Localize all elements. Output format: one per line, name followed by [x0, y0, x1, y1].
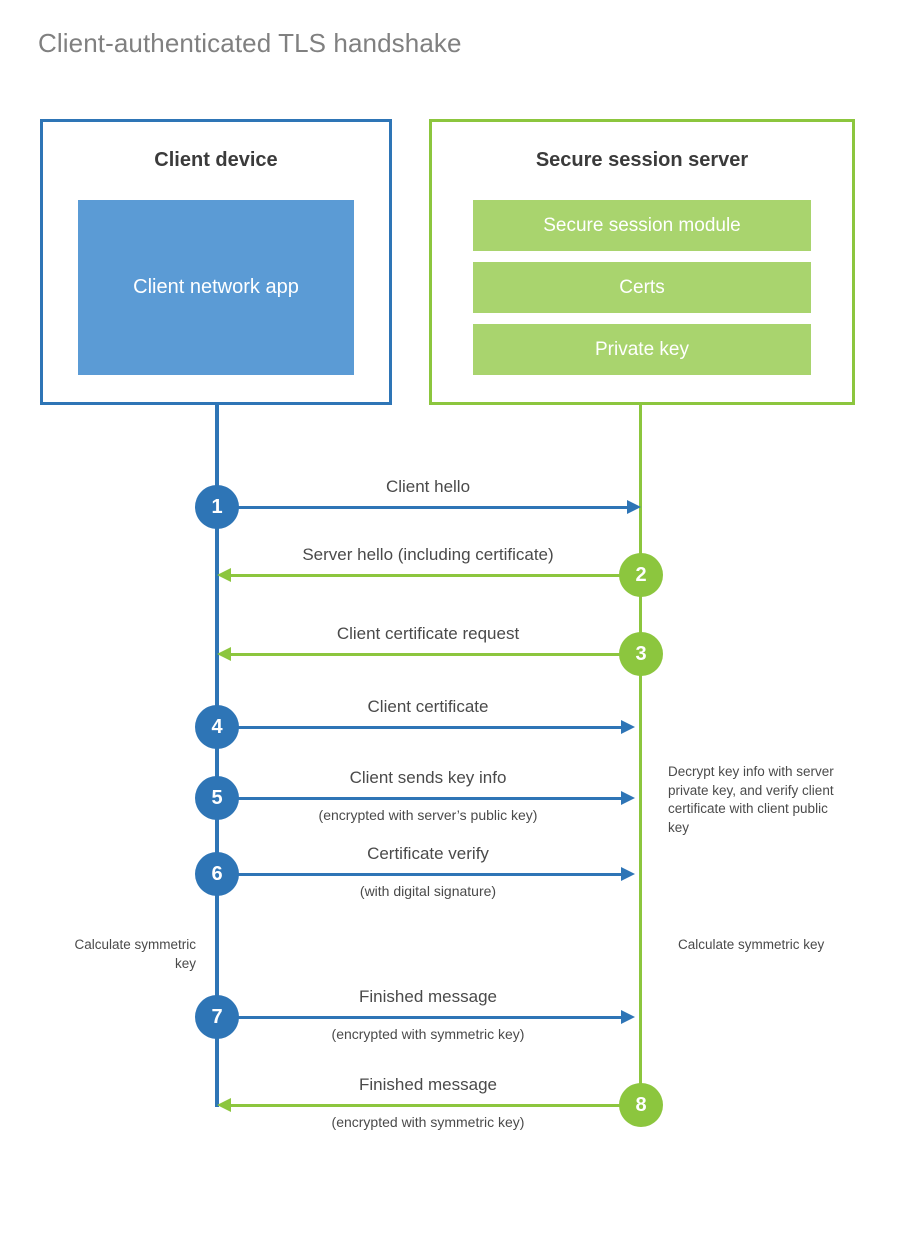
message-label-6: Certificate verify: [367, 844, 489, 863]
message-sublabel-7: (encrypted with symmetric key): [331, 1026, 525, 1042]
message-line-3: [231, 653, 631, 656]
message-label-3: Client certificate request: [336, 624, 520, 643]
step-badge-6[interactable]: 6: [195, 852, 239, 896]
message-sublabel-8: (encrypted with symmetric key): [331, 1114, 525, 1130]
message-arrowhead-3: [217, 647, 231, 661]
server-component-list: Secure session module Certs Private key: [473, 200, 811, 386]
client-device-title: Client device: [154, 149, 278, 171]
server-component-private-key: Private key: [473, 324, 811, 375]
message-line-6: [217, 873, 621, 876]
message-arrowhead-7: [621, 1010, 635, 1024]
page-title: Client-authenticated TLS handshake: [38, 28, 462, 58]
message-line-5: [217, 797, 621, 800]
client-device-box: Client device Client network app: [40, 119, 392, 405]
message-arrowhead-1: [627, 500, 641, 514]
message-sublabel-5: (encrypted with server’s public key): [318, 807, 538, 823]
secure-session-server-title: Secure session server: [535, 149, 749, 171]
message-label-1: Client hello: [385, 477, 471, 496]
message-label-5: Client sends key info: [349, 768, 507, 787]
server-lifeline: [639, 404, 642, 1105]
message-label-2: Server hello (including certificate): [302, 545, 554, 564]
message-arrowhead-2: [217, 568, 231, 582]
step-badge-2[interactable]: 2: [619, 553, 663, 597]
note-client-calculate-symmetric-key: Calculate symmetric key: [74, 937, 196, 971]
server-component-secure-session-module: Secure session module: [473, 200, 811, 251]
message-line-8: [231, 1104, 631, 1107]
client-network-app-block: Client network app: [78, 200, 354, 375]
message-line-4: [217, 726, 621, 729]
message-arrowhead-8: [217, 1098, 231, 1112]
secure-session-server-box: Secure session server Secure session mod…: [429, 119, 855, 405]
message-arrowhead-4: [621, 720, 635, 734]
step-badge-8[interactable]: 8: [619, 1083, 663, 1127]
message-arrowhead-6: [621, 867, 635, 881]
message-line-1: [217, 506, 627, 509]
message-line-2: [231, 574, 631, 577]
step-badge-4[interactable]: 4: [195, 705, 239, 749]
message-arrowhead-5: [621, 791, 635, 805]
note-server-decrypt: Decrypt key info with server private key…: [668, 764, 834, 835]
step-badge-1[interactable]: 1: [195, 485, 239, 529]
server-component-certs: Certs: [473, 262, 811, 313]
step-badge-7[interactable]: 7: [195, 995, 239, 1039]
message-label-4: Client certificate: [367, 697, 489, 716]
message-label-7: Finished message: [359, 987, 497, 1006]
note-server-calculate-symmetric-key: Calculate symmetric key: [678, 937, 825, 952]
message-line-7: [217, 1016, 621, 1019]
step-badge-5[interactable]: 5: [195, 776, 239, 820]
client-lifeline: [215, 404, 219, 1107]
message-label-8: Finished message: [359, 1075, 497, 1094]
step-badge-3[interactable]: 3: [619, 632, 663, 676]
message-sublabel-6: (with digital signature): [359, 883, 497, 899]
